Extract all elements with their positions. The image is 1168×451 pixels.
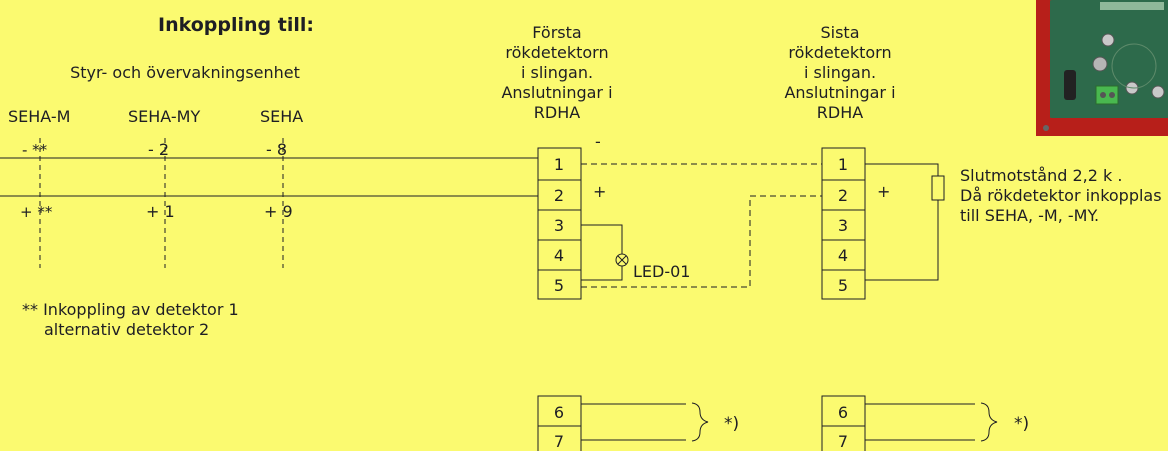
terminal-seha-plus: + 9 [264, 202, 293, 221]
terminal-seha-my-plus: + 1 [146, 202, 175, 221]
first-detector-caption-1: Första [532, 23, 582, 42]
brace-left [691, 402, 709, 442]
led-label: LED-01 [633, 262, 691, 281]
resistor-note-line-2: Då rökdetektor inkopplas [960, 186, 1162, 205]
last-detector-caption-1: Sista [820, 23, 860, 42]
first-detector-caption-4: Anslutningar i [501, 83, 613, 102]
last-detector-caption-3: i slingan. [803, 63, 877, 82]
footnote-line-1: ** Inkoppling av detektor 1 [22, 300, 239, 319]
resistor-note-line-1: Slutmotstånd 2,2 k . [960, 166, 1123, 185]
detector-board-photo [1036, 0, 1168, 136]
last-detector-caption-2: rökdetektorn [788, 43, 892, 62]
lower-left-terminal-7: 7 [554, 432, 564, 451]
unit-seha-m: SEHA-M [8, 107, 71, 126]
last-detector-plus-sign: + [877, 182, 891, 201]
last-terminal-3: 3 [838, 216, 848, 235]
first-terminal-2: 2 [554, 186, 564, 205]
last-detector-caption-4: Anslutningar i [784, 83, 896, 102]
first-detector-minus-sign: - [595, 132, 601, 151]
last-terminal-5: 5 [838, 276, 848, 295]
last-detector-caption-5: RDHA [816, 103, 864, 122]
first-terminal-4: 4 [554, 246, 564, 265]
first-terminal-1: 1 [554, 155, 564, 174]
diagram-heading: Inkoppling till: [158, 14, 314, 36]
resistor-wire-bottom [865, 200, 939, 281]
last-terminal-4: 4 [838, 246, 848, 265]
terminal-seha-m-minus: - ** [22, 141, 48, 159]
unit-seha-my: SEHA-MY [128, 107, 201, 126]
first-detector-caption-2: rökdetektorn [505, 43, 609, 62]
resistor-note-line-3: till SEHA, -M, -MY. [960, 206, 1100, 225]
unit-seha: SEHA [260, 107, 304, 126]
first-terminal-3: 3 [554, 216, 564, 235]
lower-right-terminal-6: 6 [838, 403, 848, 422]
last-terminal-2: 2 [838, 186, 848, 205]
first-terminal-block [537, 147, 582, 300]
led-wire [581, 224, 623, 281]
end-resistor-symbol [931, 175, 945, 201]
dashed-wire-terminal-5-to-2 [581, 195, 822, 288]
lower-right-terminal-7: 7 [838, 432, 848, 451]
resistor-wire-top [865, 163, 939, 176]
control-unit-subheading: Styr- och övervakningsenhet [70, 63, 300, 82]
brace-right [980, 402, 998, 442]
terminal-seha-m-plus: + ** [20, 203, 53, 221]
asterisk-note-left: *) [724, 414, 740, 434]
first-terminal-5: 5 [554, 276, 564, 295]
first-detector-caption-3: i slingan. [520, 63, 594, 82]
first-detector-plus-sign: + [593, 182, 607, 201]
first-detector-caption-5: RDHA [533, 103, 581, 122]
terminal-seha-my-minus: - 2 [148, 140, 170, 159]
last-terminal-block [821, 147, 866, 300]
asterisk-note-right: *) [1014, 414, 1030, 434]
last-terminal-1: 1 [838, 155, 848, 174]
terminal-seha-minus: - 8 [266, 140, 288, 159]
lower-left-terminal-6: 6 [554, 403, 564, 422]
footnote-line-2: alternativ detektor 2 [44, 320, 210, 339]
